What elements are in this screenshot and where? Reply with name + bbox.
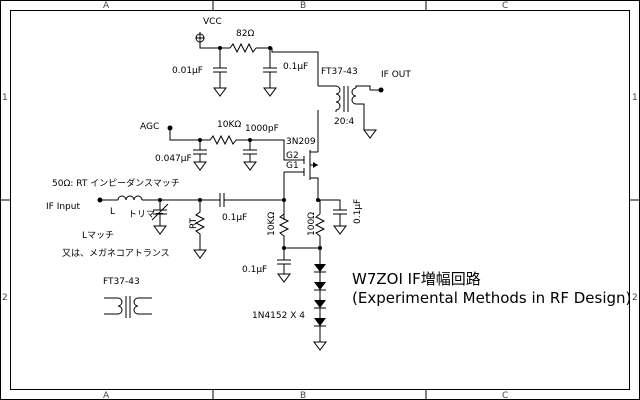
agc-label: AGC [140,122,159,132]
frame-col-c-bottom: C [502,391,508,400]
c01-bot-label: 0.1μF [242,265,267,275]
ground-symbol [193,161,207,171]
dual-gate-mosfet-3n209 [303,150,319,200]
inner-frame [10,10,630,390]
ft37-bot-label: FT37-43 [103,277,140,287]
ground-symbol [193,249,207,259]
capacitor-0.1uf-right [333,209,347,226]
frame-col-a-bottom: A [103,391,110,400]
resistor-RT [194,200,206,250]
or-note-label: 又は、メガネコアトランス [62,248,170,259]
frame-col-a-top: A [103,1,110,11]
vcc-label: VCC [203,17,222,27]
eyeglass-core-transformer [104,296,152,318]
c01-mid-label: 0.1μF [222,213,247,223]
frame-row-2-right: 2 [632,293,638,303]
capacitor-0.047uf [193,140,207,162]
c01-top-label: 0.1μF [283,62,308,72]
ratio-label: 20:4 [334,117,354,127]
g2-label: G2 [286,151,299,161]
diodes-label: 1N4152 X 4 [252,311,305,321]
c0047-label: 0.047μF [155,154,192,164]
inductor-L [117,195,143,201]
ground-symbol [277,273,291,283]
frame-col-c-top: C [502,1,508,11]
lmatch-label: Lマッチ [82,230,114,241]
ground-symbol [263,87,277,97]
capacitor-1000pf [243,140,257,162]
capacitor-0.01uf [213,48,227,88]
fet-label: 3N209 [286,137,316,147]
r10k-v-label: 10KΩ [267,212,277,236]
resistor-10k-agc [209,134,237,146]
frame-row-1-left: 1 [2,93,8,103]
c1000p-label: 1000pF [245,124,279,134]
ground-symbol [313,341,327,351]
ground-symbol [243,161,257,171]
ground-symbol [213,87,227,97]
if-out-terminal [378,87,384,93]
c01-right-label: 0.1μF [353,199,363,224]
rt-note-label: 50Ω: RT インピーダンスマッチ [52,177,180,189]
rt-label: RT [189,217,199,229]
diode-stack-1n4152 [314,262,326,342]
g1-label: G1 [286,161,299,171]
resistor-100-ohm [314,213,326,262]
frame-col-b-top: B [300,1,306,11]
ground-symbol [333,225,347,235]
r10k-top-label: 10KΩ [217,120,241,130]
ground-symbol [363,129,377,139]
resistor-82-ohm [229,42,257,54]
output-transformer [318,85,371,130]
frame-row-2-left: 2 [2,293,8,303]
trimmer-label: トリマー [128,210,164,220]
title-line-1: W7ZOI IF増幅回路 [352,270,481,288]
ft37-top-label: FT37-43 [321,67,358,77]
coupling-capacitor-0.1uf [219,193,225,207]
frame-row-1-right: 1 [632,93,638,103]
title-line-2: (Experimental Methods in RF Design) [352,289,631,307]
if-out-label: IF OUT [381,70,411,80]
resistor-10k-gate [278,213,290,248]
trimmer-capacitor [151,200,169,226]
if-input-label: IF Input [46,202,80,212]
capacitor-0.1uf-bottom [277,248,291,274]
frame-col-b-bottom: B [300,391,306,400]
L-label: L [110,207,115,217]
capacitor-0.1uf-top [263,48,277,88]
ground-symbol [153,225,167,235]
c001-label: 0.01μF [172,66,203,76]
r82-label: 82Ω [236,29,254,39]
r100-label: 100Ω [307,212,317,236]
